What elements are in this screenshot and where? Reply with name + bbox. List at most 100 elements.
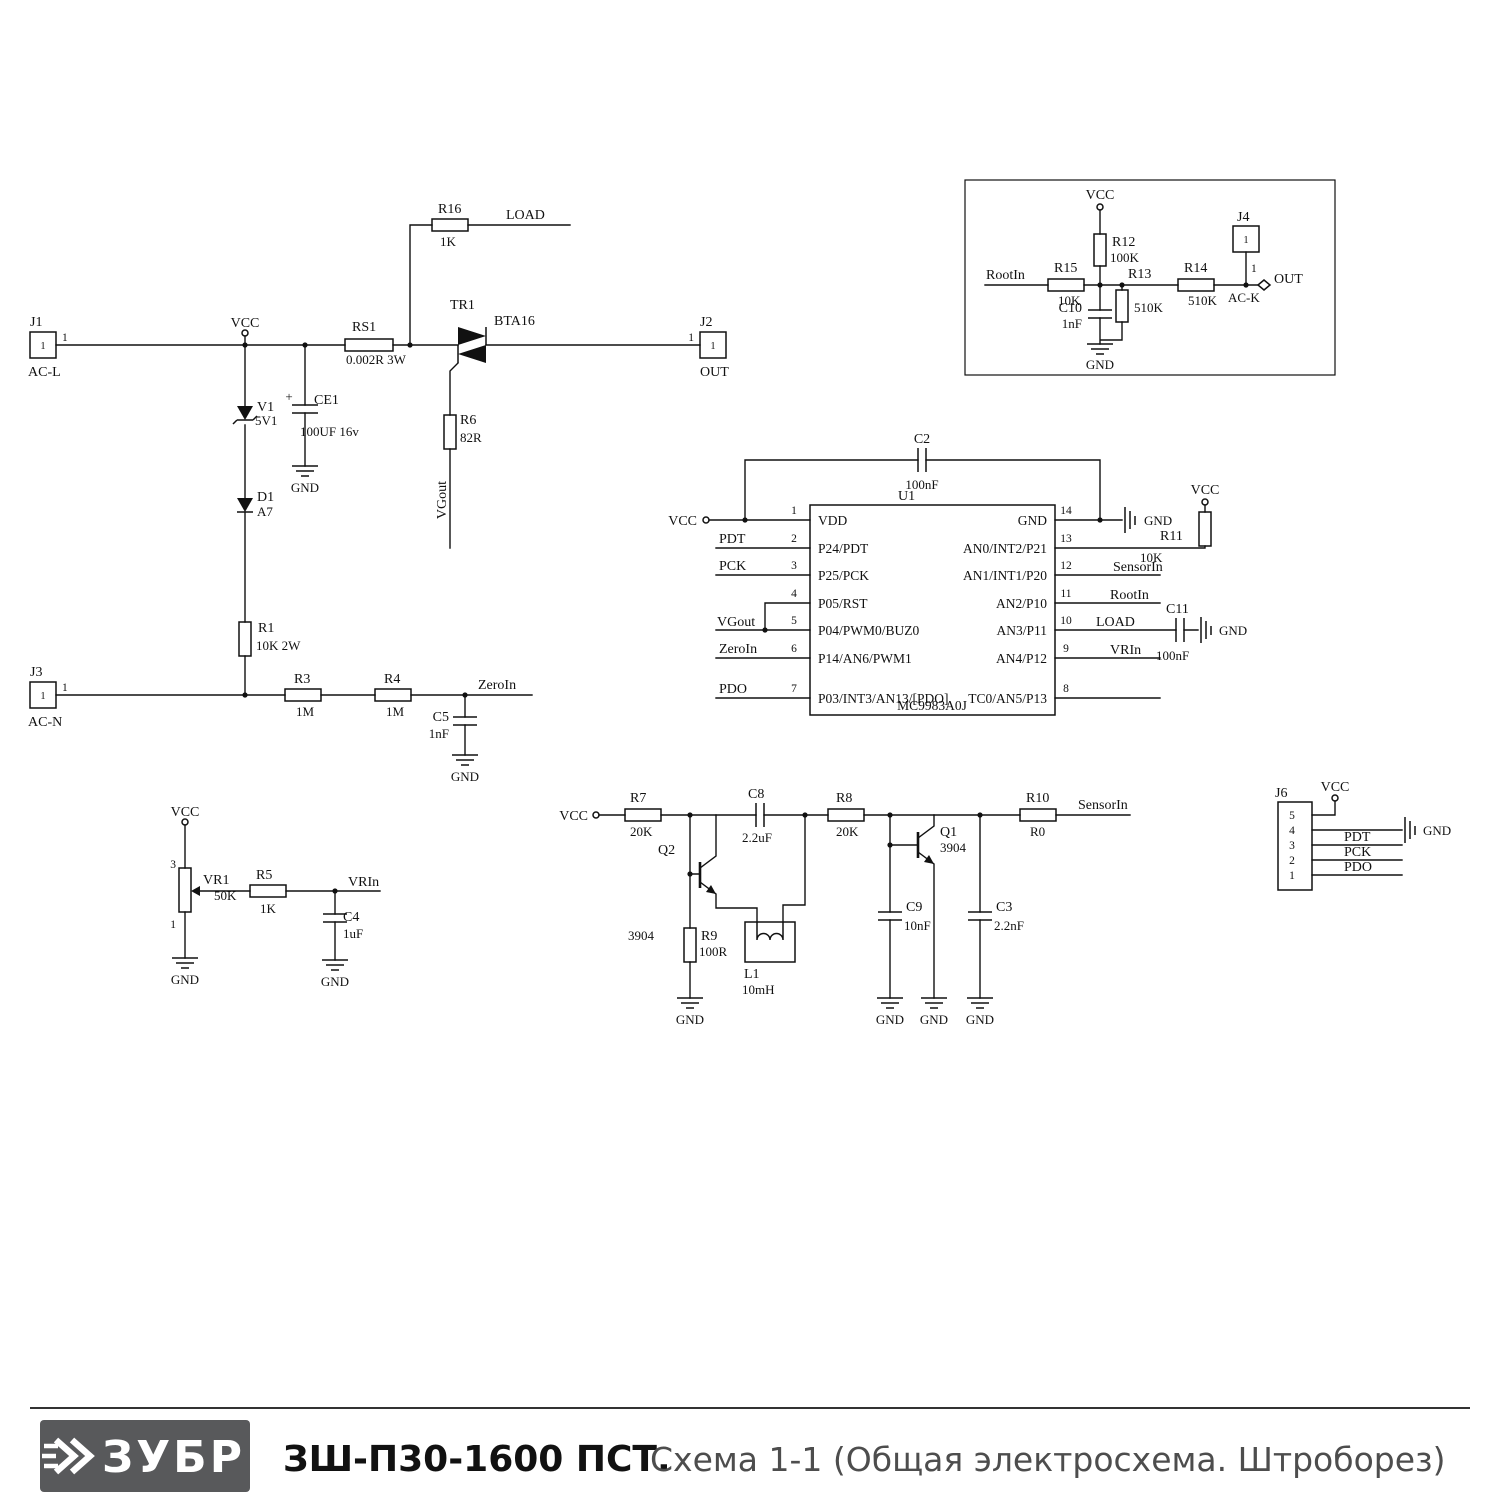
vrin-net-label: VRIn: [348, 875, 379, 890]
u1-pin13-name: AN0/INT2/P21: [963, 541, 1047, 556]
ce1-plus: +: [285, 389, 292, 404]
j4-name: AC-K: [1228, 290, 1260, 305]
diode-d1: D1 A7: [237, 490, 274, 519]
pck-net-label-u1: PCK: [719, 559, 746, 574]
load-net-label: LOAD: [506, 208, 545, 223]
rootin-net-label-divider: RootIn: [986, 268, 1025, 283]
q1-value: 3904: [940, 840, 967, 855]
u1-pin5-num: 5: [791, 615, 797, 627]
r16-value: 1K: [440, 234, 457, 249]
zeroin-net-label: ZeroIn: [478, 678, 516, 693]
inductor-l1: L1 10mH: [742, 921, 796, 997]
u1-pin14-num: 14: [1060, 505, 1072, 517]
out-net-label: OUT: [1274, 272, 1303, 287]
u1-pin11-num: 11: [1060, 588, 1071, 600]
r6-value: 82R: [460, 430, 482, 445]
vcc-symbol-osc: VCC: [559, 809, 600, 824]
c9-ref: C9: [906, 900, 922, 915]
gnd-label-ce1: GND: [291, 480, 319, 495]
sensorin-net-label: SensorIn: [1078, 798, 1128, 813]
tr1-ref: TR1: [450, 298, 475, 313]
vgout-net-label-vertical: VGout: [435, 481, 450, 519]
j6-pin-2: 2: [1289, 855, 1295, 867]
gnd-label-c3: GND: [966, 1012, 994, 1027]
r13-ref: R13: [1128, 267, 1151, 282]
u1-left-net-flags: VCC PDT PCK VGout ZeroIn PDO: [668, 514, 757, 697]
gnd-label-pin14: GND: [1144, 513, 1172, 528]
v1-ref: V1: [257, 400, 274, 415]
j6-pin-4: 4: [1289, 825, 1295, 837]
c11-ref: C11: [1166, 602, 1189, 617]
u1-pin2-name: P24/PDT: [818, 541, 869, 556]
r4-ref: R4: [384, 672, 400, 687]
u1-pin9-name: AN4/P12: [996, 651, 1047, 666]
oscillator-wires: [598, 814, 1131, 999]
c11-value: 100nF: [1156, 648, 1189, 663]
pdo-net-label-j6: PDO: [1344, 860, 1372, 875]
zubr-logo-box: [40, 1420, 250, 1492]
u1-pin6-num: 6: [791, 643, 797, 655]
q2-ref: Q2: [658, 843, 675, 858]
j3-pin-inside: 1: [40, 691, 45, 702]
gnd-label-c5: GND: [451, 769, 479, 784]
u1-right-net-flags: GND VCC R11 10K SensorIn RootIn LOAD C11…: [1096, 483, 1247, 663]
l1-value: 10mH: [742, 982, 775, 997]
connector-j6: J6 5 4 3 2 1 VCC GND PDT PCK PDO: [1275, 780, 1451, 891]
zener-v1: V1 5V1: [232, 400, 277, 428]
r11-ref: R11: [1160, 529, 1183, 544]
u1-pin12-name: AN1/INT1/P20: [963, 568, 1047, 583]
u1-pin12-num: 12: [1060, 560, 1072, 572]
pdt-net-label-u1: PDT: [719, 532, 746, 547]
r7-value: 20K: [630, 824, 653, 839]
transistor-q1: Q1 3904 GND: [916, 825, 967, 1027]
pdt-net-label-j6: PDT: [1344, 830, 1371, 845]
resistor-r8: R8 20K: [827, 791, 865, 839]
j2-ref: J2: [700, 315, 712, 330]
u1-pin2-num: 2: [791, 533, 797, 545]
u1-pin4-name: P05/RST: [818, 596, 868, 611]
v1-value: 5V1: [255, 413, 277, 428]
r15-value: 10K: [1058, 293, 1081, 308]
u1-pin8-num: 8: [1063, 683, 1069, 695]
u1-pin3-num: 3: [791, 560, 797, 572]
load-net-label-u1: LOAD: [1096, 615, 1135, 630]
rs1-ref: RS1: [352, 320, 376, 335]
j4-pin-number: 1: [1251, 263, 1257, 275]
u1-pin10-num: 10: [1060, 615, 1072, 627]
vr1-value: 50K: [214, 888, 237, 903]
vcc-label-u1: VCC: [668, 514, 697, 529]
j1-name: AC-L: [28, 365, 61, 380]
r11-value: 10K: [1140, 550, 1163, 565]
u1-pin14-name: GND: [1018, 513, 1047, 528]
capacitor-c8: C8 2.2uF: [742, 787, 772, 845]
r13-value: 510K: [1134, 300, 1164, 315]
j2-pin-inside: 1: [710, 341, 715, 352]
vcc-label-osc: VCC: [559, 809, 588, 824]
u1-pin4-num: 4: [791, 588, 797, 600]
vcc-label-r11: VCC: [1191, 483, 1220, 498]
j3-name: AC-N: [28, 715, 62, 730]
c3-ref: C3: [996, 900, 1012, 915]
j3-ref: J3: [30, 665, 42, 680]
connector-j1: J1 1 1 AC-L: [28, 315, 68, 380]
resistor-r6: R6 82R VGout: [435, 413, 482, 519]
zeroin-net-label-u1: ZeroIn: [719, 642, 757, 657]
r9-value: 100R: [699, 944, 728, 959]
pck-net-label-j6: PCK: [1344, 845, 1371, 860]
vr1-ref: VR1: [203, 873, 229, 888]
d1-ref: D1: [257, 490, 274, 505]
resistor-rs1: RS1 0.002R 3W: [344, 320, 407, 367]
vcc-label-vr1: VCC: [171, 805, 200, 820]
u1-pin7-name: P03/INT3/AN13/[PDO]: [818, 691, 949, 706]
r14-value: 510K: [1188, 293, 1218, 308]
capacitor-ce1: + CE1 100UF 16v GND: [285, 389, 359, 495]
q1-ref: Q1: [940, 825, 957, 840]
footer: ЗУБР ЗШ-П30-1600 ПСТ. Схема 1-1 (Общая э…: [30, 1407, 1470, 1492]
rs1-value: 0.002R 3W: [346, 352, 407, 367]
r16-ref: R16: [438, 202, 461, 217]
gnd-label-r9: GND: [676, 1012, 704, 1027]
zubr-logo-text: ЗУБР: [102, 1432, 245, 1483]
u1-pin11-name: AN2/P10: [996, 596, 1047, 611]
vr1-pin-bottom: 1: [170, 919, 176, 931]
